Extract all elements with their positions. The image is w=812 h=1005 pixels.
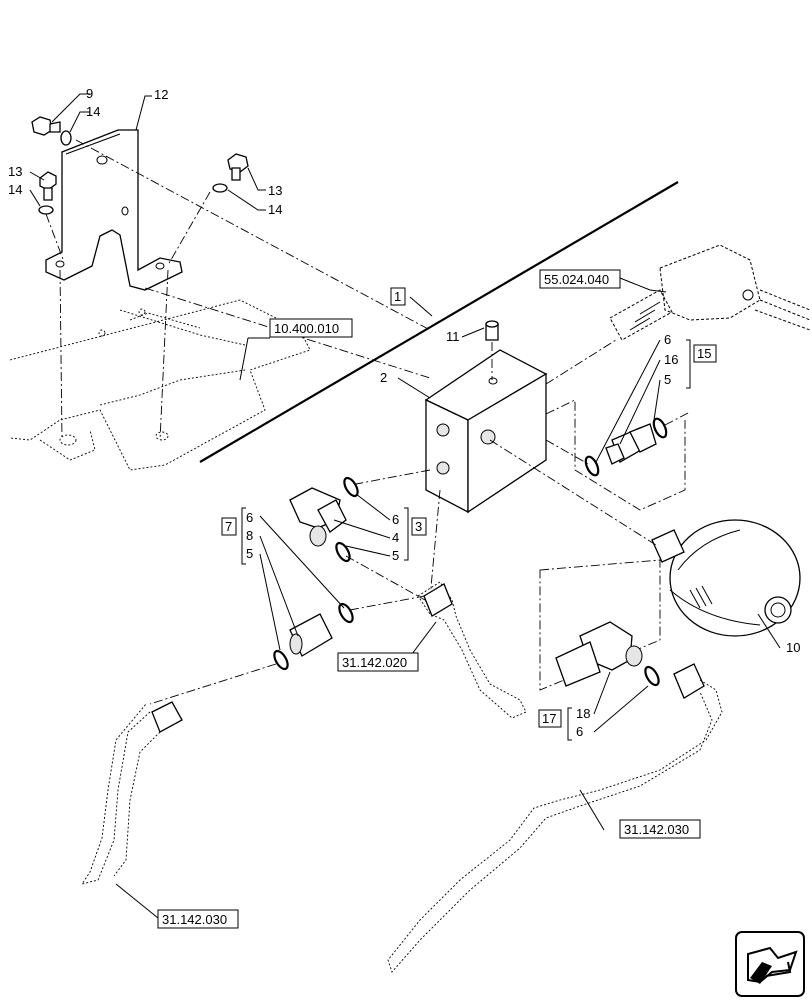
group-17-label: 17 — [542, 711, 556, 726]
swivel-elbow-18-icon — [555, 621, 643, 687]
callout-12: 12 — [154, 87, 168, 102]
callout-5: 5 — [664, 372, 671, 387]
callout-10: 10 — [786, 640, 800, 655]
reference-55024040-label: 55.024.040 — [544, 272, 609, 287]
reference-31142020-label: 31.142.020 — [342, 655, 407, 670]
callout-14: 14 — [8, 182, 22, 197]
pressure-switch-icon — [609, 244, 811, 341]
oring-5-lower-icon — [273, 649, 289, 671]
reference-31142030-left-label: 31.142.030 — [162, 912, 227, 927]
oring-6-right-icon — [644, 665, 660, 687]
bolt-9-icon — [31, 116, 61, 136]
reference-31142030-left[interactable]: 31.142.030 — [157, 909, 239, 929]
group-3-label: 3 — [415, 519, 422, 534]
callout-13: 13 — [8, 164, 22, 179]
callout-14: 14 — [268, 202, 282, 217]
hose-31142030-left — [80, 701, 183, 885]
reference-10400010[interactable]: 10.400.010 — [269, 318, 353, 338]
callout-13: 13 — [268, 183, 282, 198]
group-box-15: 15 — [693, 344, 717, 363]
elbow-fitting-4-icon — [289, 487, 347, 547]
callout-6: 6 — [664, 332, 671, 347]
reference-55024040[interactable]: 55.024.040 — [539, 269, 621, 289]
oring-6-upper-icon — [584, 455, 600, 477]
reference-31142030-right[interactable]: 31.142.030 — [619, 819, 701, 839]
reference-31142020[interactable]: 31.142.020 — [337, 652, 419, 672]
reference-31142030-right-label: 31.142.030 — [624, 822, 689, 837]
adapter-8-icon — [289, 613, 333, 657]
oring-6-mid-icon — [338, 602, 354, 624]
callout-4: 4 — [392, 530, 399, 545]
oring-5-left-icon — [335, 541, 351, 563]
group-1-label: 1 — [394, 289, 401, 304]
group-box-17: 17 — [538, 709, 562, 728]
callout-2: 2 — [380, 370, 387, 385]
callout-9: 9 — [86, 86, 93, 101]
callout-5: 5 — [246, 546, 253, 561]
accumulator-icon — [651, 519, 801, 637]
hose-31142020 — [417, 581, 527, 719]
callout-18: 18 — [576, 706, 590, 721]
group-15-label: 15 — [697, 346, 711, 361]
group-box-7: 7 — [221, 517, 237, 536]
callout-5: 5 — [392, 548, 399, 563]
mounting-bracket — [45, 129, 183, 291]
plug-11-icon — [485, 320, 499, 341]
group-7-label: 7 — [225, 519, 232, 534]
navigate-arrow-icon[interactable] — [735, 931, 805, 997]
bolt-13-left-icon — [39, 171, 57, 201]
washer-14-left-icon — [38, 205, 54, 215]
oring-5-upper-icon — [652, 417, 668, 439]
group-box-1: 1 — [390, 287, 406, 306]
reference-10400010-label: 10.400.010 — [274, 321, 339, 336]
callout-16: 16 — [664, 352, 678, 367]
callout-6: 6 — [392, 512, 399, 527]
washer-14-right-icon — [212, 183, 228, 193]
valve-block — [424, 349, 548, 514]
callout-6: 6 — [246, 510, 253, 525]
callout-6: 6 — [576, 724, 583, 739]
washer-14-icon — [60, 130, 72, 146]
callout-14: 14 — [86, 104, 100, 119]
leader-lines — [29, 93, 781, 919]
divider-line — [199, 181, 679, 463]
callout-11: 11 — [446, 329, 460, 344]
oring-6-left-icon — [343, 476, 359, 498]
group-brackets — [241, 339, 691, 741]
hose-31142030-right — [387, 663, 723, 973]
adapter-16-icon — [605, 423, 657, 465]
callout-8: 8 — [246, 528, 253, 543]
bolt-13-right-icon — [227, 153, 249, 181]
group-box-3: 3 — [411, 517, 427, 536]
